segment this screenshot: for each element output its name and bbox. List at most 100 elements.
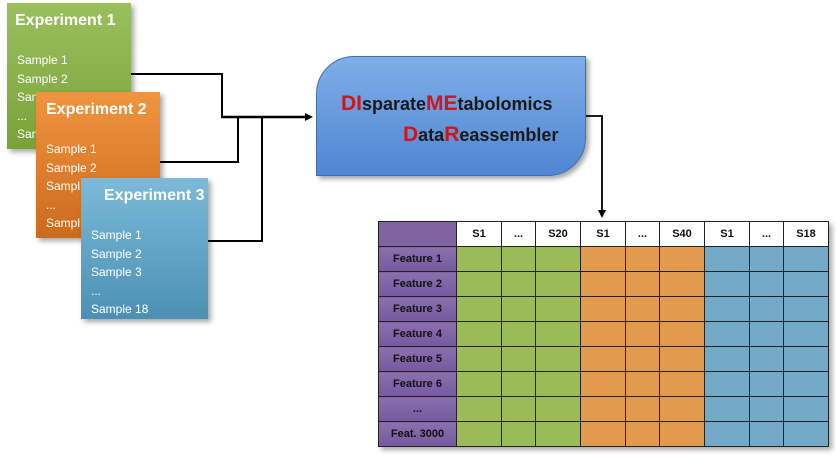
sample-item: Sample 18 — [91, 302, 149, 316]
matrix-cell — [535, 271, 581, 297]
tool-name-text: sparate — [362, 94, 427, 114]
matrix-cell — [704, 396, 750, 422]
tool-name-initial: D — [403, 123, 419, 146]
column-header: S1 — [580, 221, 626, 247]
matrix-cell — [501, 296, 536, 322]
matrix-cell — [659, 421, 705, 447]
matrix-cell — [501, 396, 536, 422]
column-header: ... — [501, 221, 536, 247]
matrix-cell — [501, 271, 536, 297]
matrix-cell — [535, 246, 581, 272]
matrix-cell — [625, 296, 660, 322]
matrix-corner-cell — [378, 221, 457, 247]
matrix-cell — [456, 246, 502, 272]
sample-item: Sam — [17, 90, 42, 104]
row-label: Feature 6 — [378, 371, 457, 397]
tool-name-text: ata — [418, 125, 445, 145]
sample-item: ... — [91, 283, 102, 298]
sample-item: Sample 1 — [91, 228, 142, 242]
matrix-cell — [783, 271, 829, 297]
matrix-cell — [749, 346, 784, 372]
matrix-cell — [456, 296, 502, 322]
column-header: S20 — [535, 221, 581, 247]
tool-name-initial: ME — [426, 92, 458, 115]
matrix-cell — [625, 396, 660, 422]
tool-name-initial: DI — [341, 92, 362, 115]
tool-name-line-2: DataReassembler — [403, 123, 558, 147]
table-row: Feature 2 — [378, 271, 829, 297]
matrix-cell — [704, 246, 750, 272]
table-row: ... — [378, 396, 829, 422]
experiment-3-card: Experiment 3 Sample 1 Sample 2 Sample 3 … — [81, 178, 208, 319]
row-label: Feature 5 — [378, 346, 457, 372]
matrix-cell — [659, 371, 705, 397]
sample-item: Sampl — [46, 179, 81, 193]
sample-item: Sample 2 — [17, 71, 68, 86]
matrix-cell — [501, 321, 536, 347]
matrix-cell — [535, 421, 581, 447]
matrix-cell — [783, 346, 829, 372]
matrix-cell — [625, 371, 660, 397]
matrix-cell — [704, 296, 750, 322]
table-row: Feature 1 — [378, 246, 829, 272]
sample-item: Sample 2 — [91, 246, 142, 261]
row-label: Feature 3 — [378, 296, 457, 322]
matrix-cell — [783, 421, 829, 447]
matrix-cell — [749, 371, 784, 397]
sample-list: Sample 1 Sample 2 Sampl ... Sampl — [36, 140, 160, 233]
sample-item: Sample 1 — [17, 53, 68, 67]
table-row: Feature 6 — [378, 371, 829, 397]
row-label: Feat. 3000 — [378, 421, 457, 447]
matrix-cell — [783, 296, 829, 322]
matrix-cell — [783, 246, 829, 272]
tool-name-initial: R — [444, 123, 460, 146]
matrix-cell — [535, 346, 581, 372]
column-header: S18 — [783, 221, 829, 247]
matrix-cell — [535, 396, 581, 422]
matrix-cell — [783, 371, 829, 397]
sample-item: Sample 1 — [46, 142, 97, 156]
experiment-title: Experiment 2 — [46, 101, 147, 118]
connector-experiment-2 — [160, 117, 239, 163]
sample-item: Sam — [17, 127, 42, 141]
matrix-cell — [659, 271, 705, 297]
matrix-cell — [704, 321, 750, 347]
matrix-cell — [625, 346, 660, 372]
matrix-cell — [501, 346, 536, 372]
sample-list: Sample 1 Sample 2 Sample 3 ... Sample 18 — [81, 226, 208, 319]
matrix-cell — [580, 371, 626, 397]
arrow-to-matrix — [586, 115, 606, 218]
dimedr-tool-box: DIsparateMEtabolomics DataReassembler — [316, 56, 586, 176]
matrix-cell — [580, 321, 626, 347]
matrix-cell — [625, 421, 660, 447]
matrix-cell — [580, 421, 626, 447]
connector-experiment-3 — [208, 117, 263, 242]
table-row: Feature 4 — [378, 321, 829, 347]
experiment-title: Experiment 1 — [15, 12, 116, 29]
matrix-cell — [625, 271, 660, 297]
connector-experiment-1 — [131, 73, 223, 117]
matrix-cell — [535, 321, 581, 347]
matrix-cell — [501, 421, 536, 447]
tool-name-line-1: DIsparateMEtabolomics — [341, 92, 553, 116]
header-row: S1 ... S20 S1 ... S40 S1 ... S18 — [378, 221, 829, 247]
matrix-cell — [659, 346, 705, 372]
table-row: Feature 3 — [378, 296, 829, 322]
matrix-cell — [749, 296, 784, 322]
column-header: S40 — [659, 221, 705, 247]
tool-name-text: tabolomics — [457, 94, 553, 114]
experiment-title: Experiment 3 — [104, 187, 205, 204]
matrix-cell — [580, 346, 626, 372]
table-row: Feature 5 — [378, 346, 829, 372]
tool-name-text: eassembler — [459, 125, 559, 145]
sample-list: Sample 1 Sample 2 Sam ... Sam — [7, 51, 131, 144]
matrix-cell — [704, 421, 750, 447]
sample-item: Sample 2 — [46, 160, 97, 175]
table-row: Feat. 3000 — [378, 421, 829, 447]
matrix-cell — [749, 421, 784, 447]
sample-item: ... — [46, 197, 57, 212]
matrix-cell — [580, 246, 626, 272]
row-label: ... — [378, 396, 457, 422]
matrix-cell — [749, 246, 784, 272]
